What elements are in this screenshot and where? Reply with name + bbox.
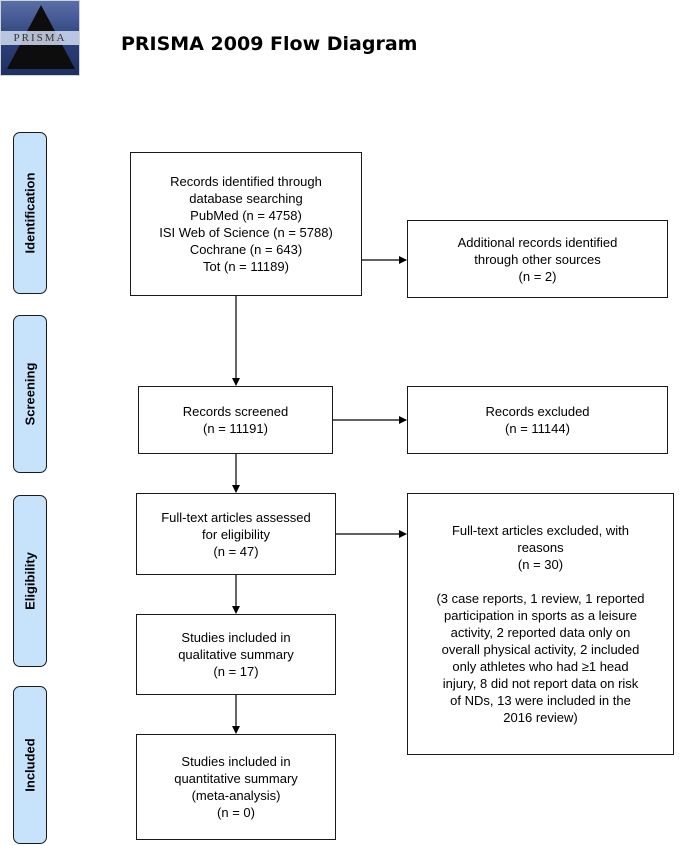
qualitative-summary-box: Studies included in qualitative summary … bbox=[136, 614, 336, 695]
logo-band bbox=[1, 31, 79, 45]
fulltext-assessed-box: Full-text articles assessed for eligibil… bbox=[136, 493, 336, 575]
phase-included: Included bbox=[13, 686, 47, 844]
logo-text: PRISMA bbox=[13, 32, 67, 44]
phase-screening: Screening bbox=[13, 315, 47, 473]
prisma-logo: PRISMA bbox=[0, 0, 80, 76]
fulltext-excluded-box: Full-text articles excluded, with reason… bbox=[407, 493, 674, 755]
records-excluded-box: Records excluded (n = 11144) bbox=[407, 386, 668, 454]
phase-eligibility: Eligibility bbox=[13, 495, 47, 667]
page-title: PRISMA 2009 Flow Diagram bbox=[121, 33, 418, 55]
phase-identification: Identification bbox=[13, 132, 47, 294]
quantitative-summary-box: Studies included in quantitative summary… bbox=[136, 734, 336, 840]
additional-records-box: Additional records identified through ot… bbox=[407, 220, 668, 298]
records-identified-box: Records identified through database sear… bbox=[130, 152, 362, 296]
records-screened-box: Records screened (n = 11191) bbox=[138, 386, 333, 454]
